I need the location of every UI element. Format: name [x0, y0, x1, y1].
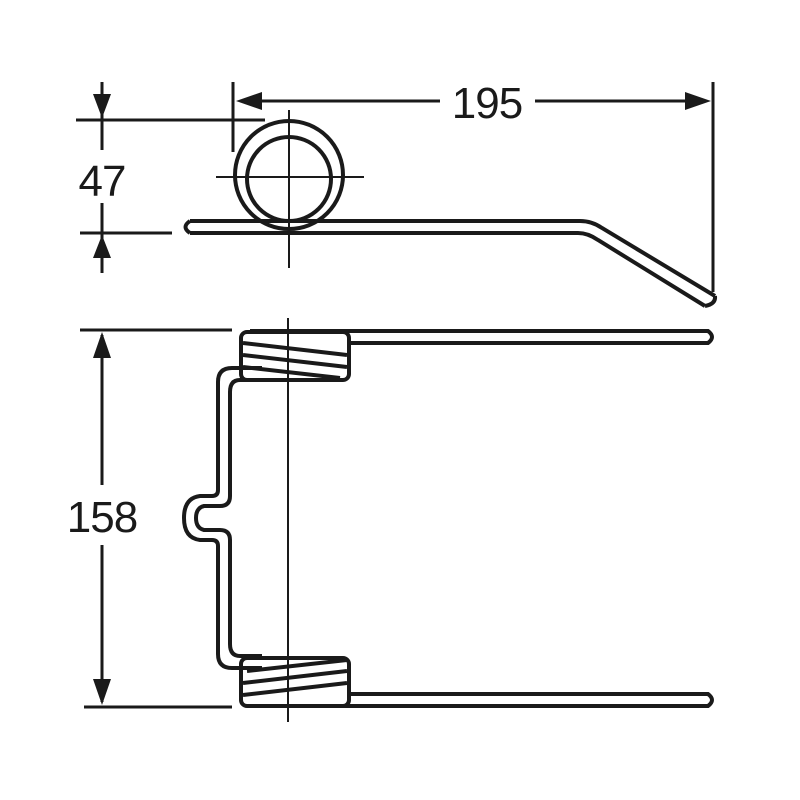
coil-height-label: 47 — [79, 157, 126, 206]
arrow-down-icon — [93, 679, 111, 705]
overall-length-label: 158 — [67, 493, 137, 542]
arrow-up-icon — [93, 332, 111, 358]
arrow-right-icon — [685, 92, 711, 110]
width-dimension: 195 — [231, 79, 715, 292]
bracket-inner — [193, 378, 262, 658]
lower-tine — [250, 692, 714, 708]
top-view: 158 — [67, 318, 714, 722]
width-dimension-label: 195 — [452, 79, 522, 128]
overall-length-dimension: 158 — [67, 328, 232, 709]
upper-coil — [239, 330, 351, 382]
lower-coil — [239, 656, 351, 708]
tine-lower-edge — [190, 231, 707, 308]
upper-tine — [250, 329, 714, 345]
arrow-down-icon — [93, 94, 111, 118]
bracket-outer — [181, 366, 262, 670]
side-view: 195 47 — [76, 79, 718, 308]
arrow-up-icon — [93, 235, 111, 258]
coil-height-dimension: 47 — [76, 82, 265, 273]
tine-upper-edge — [190, 219, 717, 298]
arrow-left-icon — [236, 92, 262, 110]
